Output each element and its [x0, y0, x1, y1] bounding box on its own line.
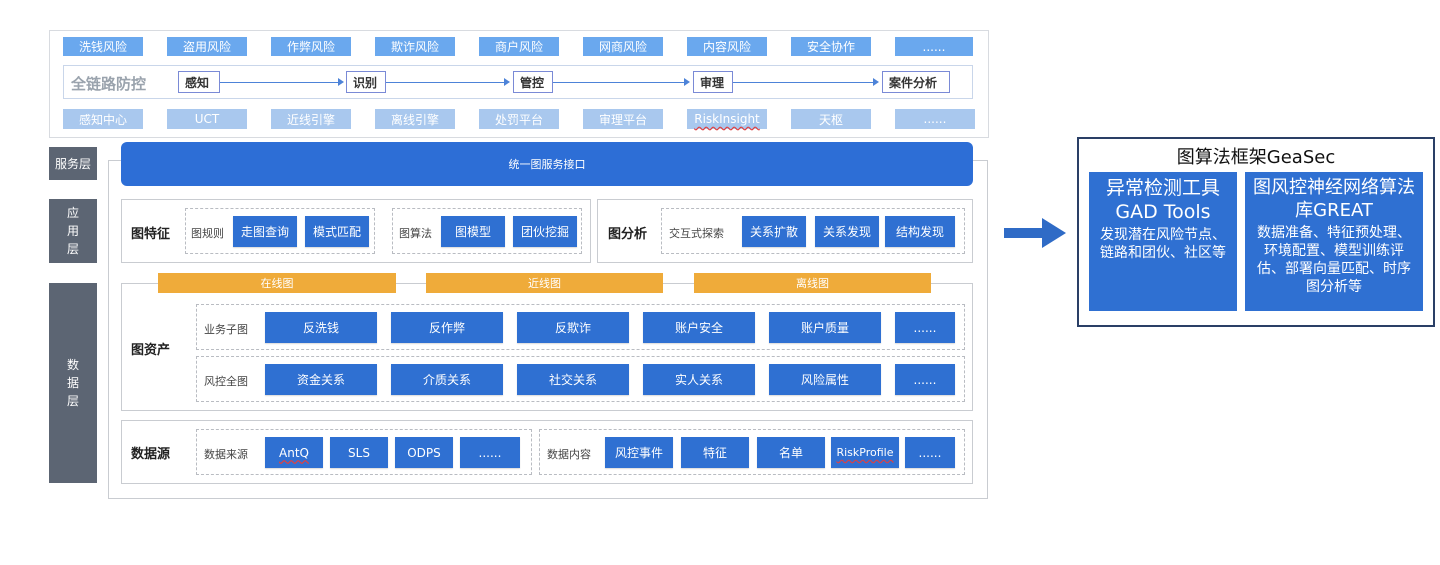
- risk-chip: 洗钱风险: [63, 37, 143, 56]
- graph-analysis-title: 图分析: [608, 227, 648, 242]
- risk-chip: 安全协作: [791, 37, 871, 56]
- risk-event-chip: 风控事件: [605, 437, 673, 468]
- data-content-group: [539, 429, 965, 475]
- service-bar: 统一图服务接口: [121, 142, 973, 186]
- interactive-explore-label: 交互式探索: [669, 227, 724, 240]
- medium-relation-chip: 介质关系: [391, 364, 503, 395]
- system-chip: 处罚平台: [479, 109, 559, 129]
- chain-arrow-head: [873, 78, 879, 86]
- system-chip: 离线引擎: [375, 109, 455, 129]
- gad-tools-title: 异常检测工具 GAD Tools: [1105, 177, 1220, 223]
- data-content-label: 数据内容: [547, 448, 591, 461]
- more-chip: ......: [895, 364, 955, 395]
- account-security-chip: 账户安全: [643, 312, 755, 343]
- data-origin-label: 数据来源: [204, 448, 248, 461]
- great-desc: 数据准备、特征预处理、环境配置、模型训练评估、部署向量匹配、时序图分析等: [1257, 225, 1411, 295]
- fund-relation-chip: 资金关系: [265, 364, 377, 395]
- chain-arrow: [733, 82, 873, 83]
- risk-chip: 网商风险: [583, 37, 663, 56]
- risk-chip: 作弊风险: [271, 37, 351, 56]
- graph-algo-group: [392, 208, 582, 254]
- stage-identify: 识别: [346, 71, 386, 93]
- risk-fullgraph-label: 风控全图: [204, 375, 248, 388]
- relation-diffusion-button: 关系扩散: [742, 216, 806, 247]
- system-chip: 天枢: [791, 109, 871, 129]
- system-chip: ......: [895, 109, 975, 129]
- chain-arrow-head: [504, 78, 510, 86]
- risk-chip: 欺诈风险: [375, 37, 455, 56]
- data-source-title: 数据源: [131, 447, 171, 462]
- graph-model-button: 图模型: [441, 216, 505, 247]
- anti-money-laundering-chip: 反洗钱: [265, 312, 377, 343]
- data-origin-group: [196, 429, 532, 475]
- layer-service: 服务层: [49, 147, 97, 180]
- risk-fullgraph-group: [196, 356, 965, 402]
- gad-tools-desc: 发现潜在风险节点、链路和团伙、社区等: [1100, 227, 1226, 261]
- risk-chip: 盗用风险: [167, 37, 247, 56]
- stage-control: 管控: [513, 71, 553, 93]
- system-chip: UCT: [167, 109, 247, 129]
- system-chip: RiskInsight: [687, 109, 767, 129]
- stage-review: 审理: [693, 71, 733, 93]
- pattern-match-button: 模式匹配: [305, 216, 369, 247]
- feature-chip: 特征: [681, 437, 749, 468]
- source-sls-chip: SLS: [330, 437, 388, 468]
- chain-arrow: [386, 82, 504, 83]
- chain-arrow-head: [684, 78, 690, 86]
- stage-perceive: 感知: [178, 71, 220, 93]
- risk-chip: 内容风险: [687, 37, 767, 56]
- more-chip: ......: [895, 312, 955, 343]
- graph-algo-label: 图算法: [399, 227, 432, 240]
- system-chip: 近线引擎: [271, 109, 351, 129]
- graph-feature-title: 图特征: [131, 227, 171, 242]
- offline-graph-bar: 离线图: [694, 273, 931, 293]
- source-odps-chip: ODPS: [395, 437, 453, 468]
- list-chip: 名单: [757, 437, 825, 468]
- relation-discovery-button: 关系发现: [815, 216, 879, 247]
- interactive-explore-group: [661, 208, 965, 254]
- risk-chip: 商户风险: [479, 37, 559, 56]
- gad-tools-card: 异常检测工具 GAD Tools 发现潜在风险节点、链路和团伙、社区等: [1089, 172, 1237, 311]
- chain-arrow: [553, 82, 684, 83]
- gang-mining-button: 团伙挖掘: [513, 216, 577, 247]
- chain-row: [63, 65, 973, 99]
- chain-title: 全链路防控: [71, 75, 147, 93]
- geasec-title: 图算法框架GeaSec: [1176, 147, 1336, 168]
- online-graph-bar: 在线图: [158, 273, 396, 293]
- chain-arrow-head: [338, 78, 344, 86]
- business-subgraph-group: [196, 304, 965, 350]
- stage-case-analysis: 案件分析: [882, 71, 950, 93]
- nearline-graph-bar: 近线图: [426, 273, 663, 293]
- graph-rule-group: [185, 208, 375, 254]
- chain-arrow: [220, 82, 338, 83]
- content-more-chip: ......: [905, 437, 955, 468]
- anti-fraud-chip: 反欺诈: [517, 312, 629, 343]
- big-right-arrow: [1004, 218, 1066, 248]
- great-card: 图风控神经网络算法库GREAT 数据准备、特征预处理、环境配置、模型训练评估、部…: [1245, 172, 1423, 311]
- account-quality-chip: 账户质量: [769, 312, 881, 343]
- system-chip: 感知中心: [63, 109, 143, 129]
- social-relation-chip: 社交关系: [517, 364, 629, 395]
- source-antq-chip: AntQ: [265, 437, 323, 468]
- system-chip: 审理平台: [583, 109, 663, 129]
- riskprofile-chip: RiskProfile: [831, 437, 899, 468]
- risk-attribute-chip: 风险属性: [769, 364, 881, 395]
- anti-cheating-chip: 反作弊: [391, 312, 503, 343]
- graph-assets-title: 图资产: [131, 343, 171, 358]
- great-title: 图风控神经网络算法库GREAT: [1253, 177, 1415, 221]
- risk-chip: ......: [895, 37, 973, 56]
- layer-data: 数 据 层: [49, 283, 97, 483]
- business-subgraph-label: 业务子图: [204, 323, 248, 336]
- structure-discovery-button: 结构发现: [885, 216, 955, 247]
- source-more-chip: ......: [460, 437, 520, 468]
- walk-query-button: 走图查询: [233, 216, 297, 247]
- graph-rule-label: 图规则: [191, 227, 224, 240]
- real-person-relation-chip: 实人关系: [643, 364, 755, 395]
- arrow-right-icon: [1004, 218, 1066, 248]
- layer-application: 应 用 层: [49, 199, 97, 263]
